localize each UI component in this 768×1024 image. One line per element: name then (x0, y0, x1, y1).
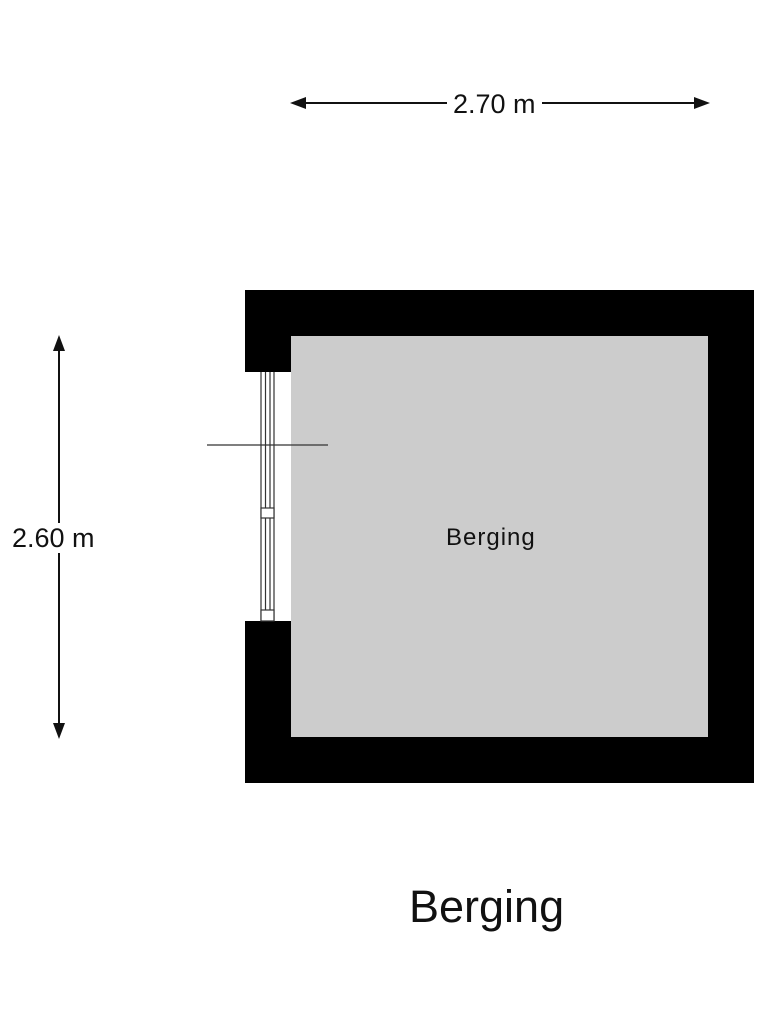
window (207, 372, 328, 622)
room-label-berging: Berging (446, 524, 536, 551)
room-floor-berging (291, 336, 708, 737)
width-dimension-label: 2.70 m (447, 89, 542, 119)
plan-title: Berging (409, 881, 565, 932)
height-dimension-label: 2.60 m (6, 523, 101, 553)
